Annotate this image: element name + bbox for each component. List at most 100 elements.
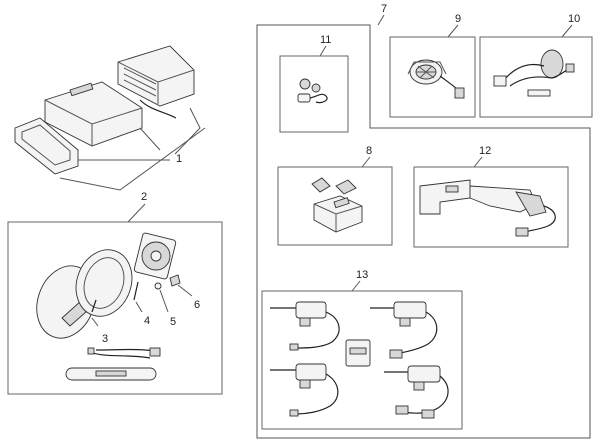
actuator-br-base: [413, 381, 425, 391]
actuator-bottom-left: [270, 363, 339, 417]
actuator-bl-wire: [295, 373, 339, 415]
remote-fob-2: [335, 179, 357, 195]
callout-4-leader: [135, 301, 143, 313]
callout-9: 9: [455, 13, 461, 25]
callout-1-leader: [78, 107, 201, 161]
speaker-mounting-ring: [75, 249, 133, 317]
alarm-unit-label: [333, 197, 350, 209]
actuator-bottom-right: [384, 365, 449, 419]
immobilizer-lock: [515, 191, 547, 217]
speaker-screw: [133, 281, 139, 301]
speaker-clip: [169, 274, 181, 287]
immobilizer-wire: [525, 205, 556, 233]
harness-plug-right: [149, 347, 161, 357]
callout-1: 1: [176, 153, 182, 165]
radio-unit-assembly: [14, 45, 206, 191]
callout-11: 11: [320, 34, 331, 46]
callout-7-leader: [377, 14, 385, 26]
actuator-tr-base: [399, 317, 411, 327]
harness-10-fuse: [527, 89, 551, 97]
box-11: [279, 55, 349, 133]
callout-2-leader: [127, 203, 146, 223]
actuator-tl-body: [295, 301, 327, 319]
ring-inner: [83, 257, 125, 309]
actuator-top-right: [370, 301, 438, 359]
callout-7: 7: [381, 3, 387, 15]
actuator-br-plug: [395, 405, 409, 415]
speaker-nut: [154, 282, 162, 290]
door-lock-actuators-13: [270, 301, 449, 419]
callout-2: 2: [141, 191, 147, 203]
callout-12-leader: [473, 156, 483, 168]
actuator-tl-base: [299, 317, 311, 327]
callout-8-leader: [361, 156, 371, 168]
radio-body: [44, 81, 143, 147]
sensor-11-head: [299, 78, 311, 90]
bracket-slot: [445, 185, 459, 193]
speaker-dustcap: [150, 250, 162, 262]
callout-3: 3: [102, 333, 108, 345]
actuator-tr-body: [393, 301, 427, 319]
callout-4: 4: [144, 315, 150, 327]
actuator-tr-plug: [389, 349, 403, 359]
trim-frame-inner: [21, 124, 71, 166]
group-7-frame: [256, 24, 591, 439]
actuator-bl-body: [295, 363, 327, 381]
actuator-control-module: [345, 339, 371, 367]
actuator-br-plug2: [421, 409, 435, 419]
radio-mounting-cage: [117, 45, 195, 107]
immobilizer-part-12: [419, 179, 556, 237]
callout-13-leader: [351, 280, 361, 292]
callout-3-leader: [91, 317, 99, 327]
radio-label: [69, 82, 94, 97]
grille-logo: [61, 299, 87, 327]
sensor-11-plug: [311, 83, 321, 93]
speaker-kit-parts: [36, 232, 193, 381]
harness-part-10: [493, 49, 575, 97]
callout-10: 10: [568, 13, 580, 25]
remote-fob-1: [311, 177, 331, 193]
alarm-control-unit: [313, 195, 363, 233]
callout-12: 12: [479, 145, 491, 157]
cage-slots: [123, 67, 157, 97]
siren-9-grille: [416, 65, 436, 79]
radio-harness-wire: [139, 99, 177, 119]
siren-9-connector: [454, 87, 465, 99]
cage-edges: [117, 61, 195, 104]
actuator-top-left: [270, 301, 340, 351]
callout-9-leader: [447, 24, 459, 38]
actuator-br-body: [407, 365, 441, 383]
harness-10-plug-right: [565, 63, 575, 73]
actuator-bl-plug: [289, 409, 299, 417]
siren-part-9: [407, 59, 465, 99]
callout-5-leader: [159, 289, 169, 313]
alarm-module-part-8: [311, 177, 363, 233]
callout-10-leader: [561, 24, 573, 38]
callout-11-leader: [319, 45, 327, 57]
immobilizer-connector: [515, 227, 529, 237]
callout-13: 13: [356, 269, 368, 281]
actuator-br-wire: [403, 375, 449, 414]
tweeter-label: [95, 370, 127, 377]
harness-10-coil: [540, 49, 564, 79]
callout-6-leader: [177, 284, 193, 297]
alarm-unit-edges: [313, 203, 363, 232]
callout-6: 6: [194, 299, 200, 311]
harness-plug-left: [87, 347, 95, 355]
callout-5: 5: [170, 316, 176, 328]
actuator-tl-plug: [289, 343, 299, 351]
sensor-11-body: [297, 93, 311, 103]
callout-8: 8: [366, 145, 372, 157]
actuator-tl-wire: [295, 311, 340, 349]
control-module-label: [349, 347, 367, 355]
sensor-11-wire: [309, 93, 328, 104]
sensor-part-11: [297, 78, 328, 104]
radio-trim-frame: [14, 117, 79, 175]
callout-1-bracket: [59, 127, 206, 191]
actuator-tr-wire: [395, 311, 438, 355]
siren-9-bracket: [407, 61, 447, 75]
actuator-bl-base: [299, 379, 311, 389]
harness-10-plug-left: [493, 75, 507, 87]
grille-screw: [91, 299, 97, 313]
